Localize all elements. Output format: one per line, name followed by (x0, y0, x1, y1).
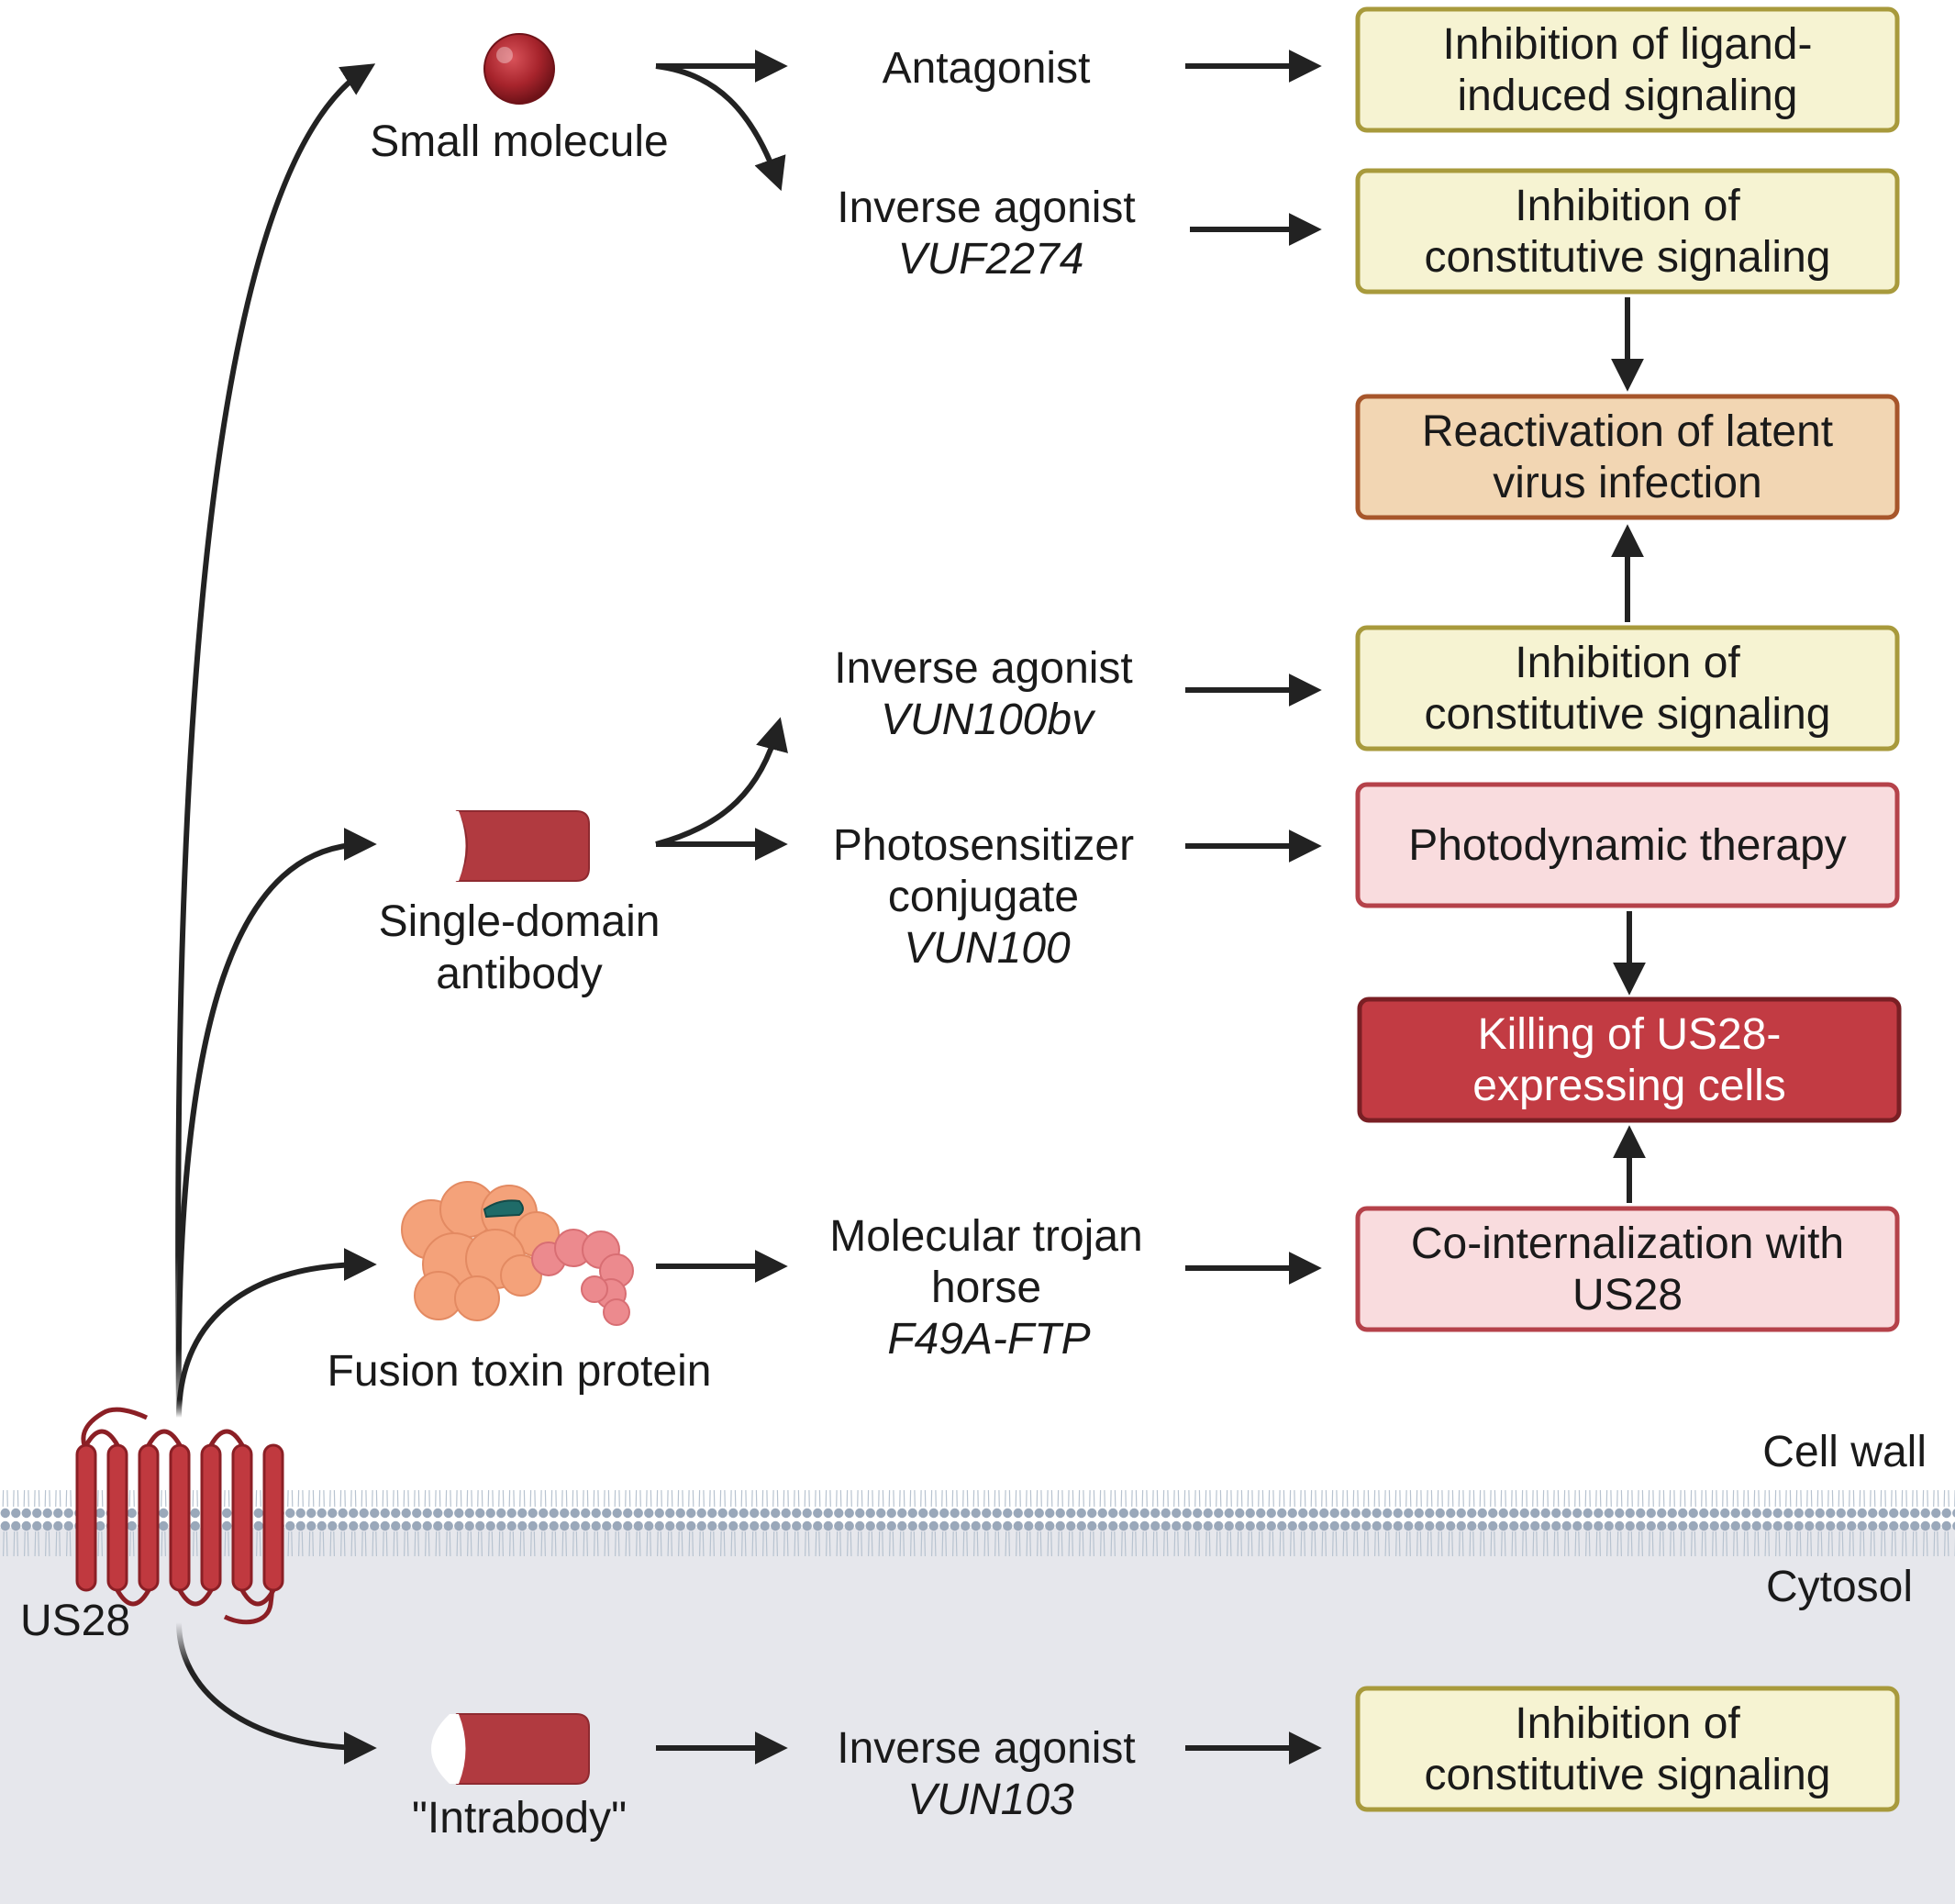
inverse-agonist-3-compound: VUN103 (907, 1776, 1074, 1824)
inverse-agonist-3-label: Inverse agonist (837, 1724, 1136, 1773)
intrabody-label: "Intrabody" (412, 1794, 627, 1843)
sdab-label-line1: Single-domain (379, 897, 661, 946)
intrabody-notch (431, 1714, 466, 1784)
box7-line2: US28 (1572, 1271, 1683, 1319)
box3-line2: virus infection (1493, 459, 1761, 507)
photosensitizer-label-line2: conjugate (888, 873, 1079, 921)
box8-line1: Inhibition of (1515, 1699, 1740, 1748)
trojan-horse-label-line2: horse (931, 1264, 1041, 1312)
box4-line2: constitutive signaling (1425, 690, 1831, 739)
outcome-link-arrows (1611, 297, 1646, 1203)
outcome-box-constitutive-inhibition-2: Inhibition of constitutive signaling (1355, 625, 1900, 752)
box6-line2: expressing cells (1472, 1062, 1785, 1110)
box5-line1: Photodynamic therapy (1408, 821, 1847, 870)
outcome-box-reactivation: Reactivation of latent virus infection (1355, 394, 1900, 520)
trojan-horse-label-line1: Molecular trojan (829, 1212, 1142, 1261)
box1-line2: induced signaling (1458, 72, 1798, 120)
box7-line1: Co-internalization with (1411, 1219, 1844, 1268)
box2-line1: Inhibition of (1515, 182, 1740, 230)
antagonist-label: Antagonist (883, 44, 1091, 93)
small-molecule-label: Small molecule (370, 117, 668, 166)
box1-line1: Inhibition of ligand- (1443, 20, 1813, 69)
outcome-box-constitutive-inhibition-1: Inhibition of constitutive signaling (1355, 168, 1900, 295)
inverse-agonist-1-label: Inverse agonist (837, 184, 1136, 232)
us28-label: US28 (20, 1597, 130, 1645)
trojan-horse-compound: F49A-FTP (887, 1315, 1090, 1364)
outcome-box-ligand-inhibition: Inhibition of ligand- induced signaling (1355, 6, 1900, 133)
sdab-notch (431, 811, 466, 881)
small-molecule-icon (483, 33, 555, 105)
outcome-box-photodynamic-therapy: Photodynamic therapy (1355, 782, 1900, 908)
box4-line1: Inhibition of (1515, 639, 1740, 687)
fusion-toxin-protein-icon (401, 1181, 634, 1326)
photosensitizer-label-line1: Photosensitizer (833, 821, 1134, 870)
cell-wall-label: Cell wall (1762, 1428, 1927, 1476)
box2-line2: constitutive signaling (1425, 233, 1831, 282)
lipid-bilayer (0, 1490, 1955, 1556)
photosensitizer-compound: VUN100 (904, 924, 1071, 973)
box3-line1: Reactivation of latent (1422, 407, 1833, 456)
sdab-label-line2: antibody (436, 950, 602, 998)
mechanism-to-outcome-arrows (1185, 50, 1322, 1765)
inverse-agonist-2-label: Inverse agonist (834, 644, 1133, 693)
receptor-to-agent-arrows (175, 63, 377, 1765)
agent-to-mechanism-arrows (655, 50, 788, 1765)
box8-line2: constitutive signaling (1425, 1751, 1831, 1799)
inverse-agonist-2-compound: VUN100bv (881, 696, 1096, 744)
fusion-toxin-label: Fusion toxin protein (328, 1347, 712, 1396)
outcome-box-co-internalization: Co-internalization with US28 (1355, 1206, 1900, 1332)
cytosol-label: Cytosol (1766, 1563, 1913, 1611)
outcome-box-constitutive-inhibition-3: Inhibition of constitutive signaling (1355, 1686, 1900, 1812)
box6-line1: Killing of US28- (1478, 1010, 1782, 1059)
us28-receptor (75, 1407, 284, 1625)
outcome-box-cell-killing: Killing of US28- expressing cells (1357, 997, 1902, 1123)
inverse-agonist-1-compound: VUF2274 (898, 235, 1084, 284)
